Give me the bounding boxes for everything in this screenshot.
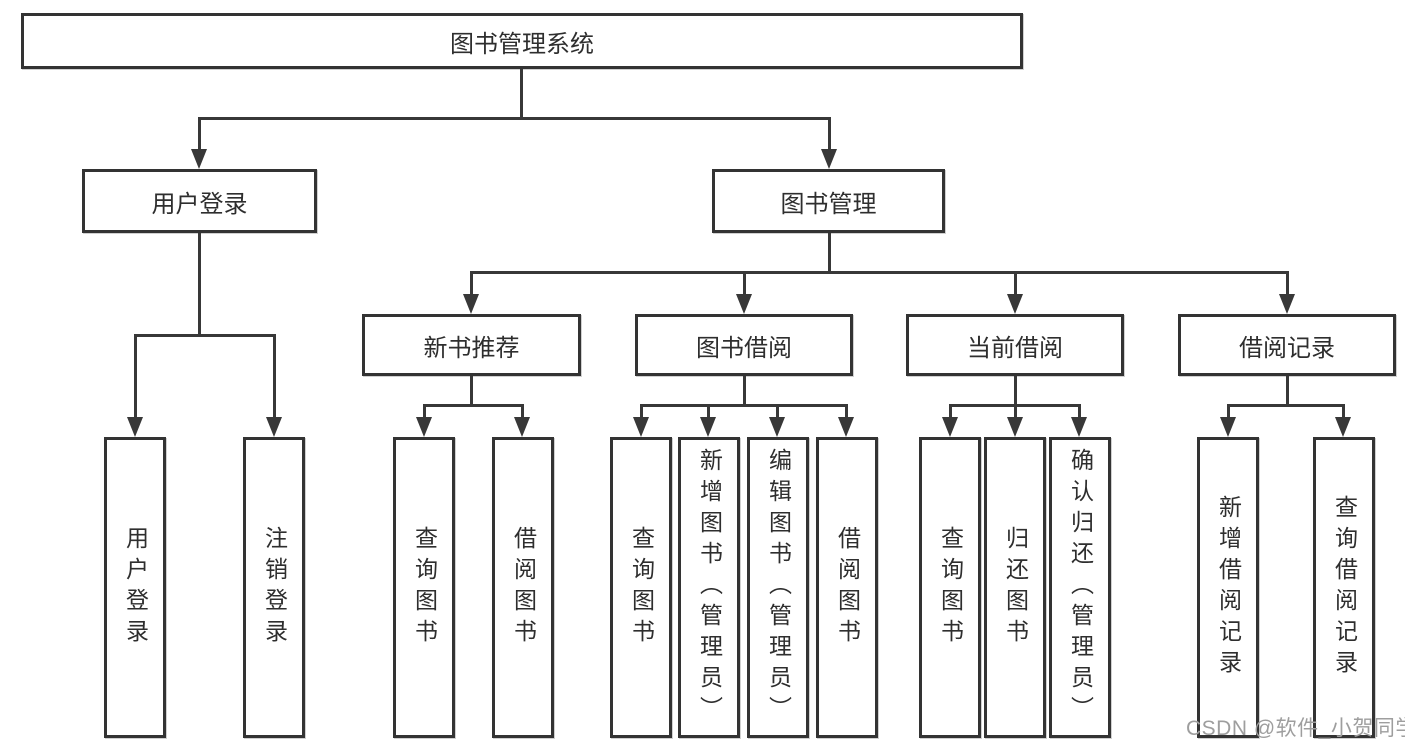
leaf-logout-label: 注销登录 [261,525,288,650]
node-library-system-label: 图书管理系统 [450,30,594,58]
leaf-confirm-return-admin-label: 确认归还（管理员） [1067,448,1094,727]
node-borrow-records-label: 借阅记录 [1239,334,1335,362]
leaf-confirm-return-admin: 确认归还（管理员） [1049,437,1111,738]
connector-to-query-books-2 [640,404,643,419]
leaf-query-borrow-record: 查询借阅记录 [1313,437,1375,738]
arrow-down-icon [633,417,649,437]
node-book-borrow: 图书借阅 [635,314,853,376]
leaf-query-borrow-record-label: 查询借阅记录 [1331,494,1358,681]
arrow-down-icon [266,417,282,437]
node-user-login: 用户登录 [82,169,317,233]
arrow-down-icon [1007,294,1023,314]
connector-to-add-book [707,404,710,419]
connector-new-book-stem [470,376,473,406]
node-new-book-recommend: 新书推荐 [362,314,581,376]
connector-to-query-books-3 [949,404,952,419]
arrow-down-icon [1335,417,1351,437]
connector-to-book-borrow [743,271,746,296]
leaf-borrow-books-1: 借阅图书 [492,437,554,738]
arrow-down-icon [700,417,716,437]
connector-to-leaf-user-login [134,334,137,419]
leaf-return-book: 归还图书 [984,437,1046,738]
leaf-logout: 注销登录 [243,437,305,738]
leaf-user-login-label: 用户登录 [122,525,149,650]
connector-user-login-stem [198,233,201,336]
node-book-management-label: 图书管理 [780,190,877,218]
arrow-down-icon [736,294,752,314]
leaf-query-books-3: 查询图书 [919,437,981,738]
node-user-login-label: 用户登录 [151,190,248,218]
arrow-down-icon [1071,417,1087,437]
connector-book-mgmt-hline [470,271,1288,274]
arrow-down-icon [821,149,837,169]
connector-to-user-login [198,117,201,151]
arrow-down-icon [1007,417,1023,437]
arrow-down-icon [1220,417,1236,437]
csdn-watermark: CSDN @软件_小贺同学 [1186,717,1405,740]
leaf-add-borrow-record-label: 新增借阅记录 [1215,494,1242,681]
connector-to-leaf-logout [273,334,276,419]
leaf-query-books-2: 查询图书 [610,437,672,738]
leaf-edit-book-admin-label: 编辑图书（管理员） [765,448,792,727]
leaf-edit-book-admin: 编辑图书（管理员） [747,437,809,738]
leaf-add-book-admin: 新增图书（管理员） [678,437,740,738]
leaf-add-book-admin-label: 新增图书（管理员） [696,448,723,727]
connector-to-borrow-books-1 [521,404,524,419]
connector-user-login-hline [134,334,276,337]
arrow-down-icon [1279,294,1295,314]
arrow-down-icon [463,294,479,314]
connector-to-query-books-1 [423,404,426,419]
connector-to-return-book [1014,404,1017,419]
connector-book-mgmt-stem [828,233,831,273]
leaf-borrow-books-2: 借阅图书 [816,437,878,738]
leaf-query-books-2-label: 查询图书 [628,525,655,650]
node-current-borrow: 当前借阅 [906,314,1124,376]
connector-to-borrow-books-2 [845,404,848,419]
leaf-query-books-1-label: 查询图书 [411,525,438,650]
connector-to-new-book [470,271,473,296]
connector-to-borrow-records [1286,271,1289,296]
node-library-system: 图书管理系统 [21,13,1023,69]
node-new-book-recommend-label: 新书推荐 [423,334,520,362]
connector-to-current-borrow [1014,271,1017,296]
node-book-management: 图书管理 [712,169,945,233]
leaf-borrow-books-2-label: 借阅图书 [834,525,861,650]
connector-to-confirm-return [1078,404,1081,419]
leaf-query-books-3-label: 查询图书 [937,525,964,650]
connector-to-query-record [1342,404,1345,419]
connector-book-borrow-stem [743,376,746,406]
node-current-borrow-label: 当前借阅 [967,334,1063,362]
arrow-down-icon [838,417,854,437]
leaf-borrow-books-1-label: 借阅图书 [510,525,537,650]
connector-root-hline [198,117,831,120]
connector-new-book-hline [423,404,524,407]
connector-root-stem [520,69,523,119]
connector-borrow-records-hline [1227,404,1345,407]
arrow-down-icon [127,417,143,437]
connector-current-borrow-stem [1014,376,1017,406]
arrow-down-icon [416,417,432,437]
connector-book-borrow-hline [640,404,848,407]
connector-to-book-mgmt [828,117,831,151]
leaf-add-borrow-record: 新增借阅记录 [1197,437,1259,738]
arrow-down-icon [514,417,530,437]
connector-borrow-records-stem [1286,376,1289,406]
connector-to-add-record [1227,404,1230,419]
node-borrow-records: 借阅记录 [1178,314,1396,376]
leaf-user-login: 用户登录 [104,437,166,738]
node-book-borrow-label: 图书借阅 [696,334,792,362]
connector-to-edit-book [776,404,779,419]
arrow-down-icon [191,149,207,169]
arrow-down-icon [769,417,785,437]
leaf-query-books-1: 查询图书 [393,437,455,738]
arrow-down-icon [942,417,958,437]
leaf-return-book-label: 归还图书 [1002,525,1029,650]
